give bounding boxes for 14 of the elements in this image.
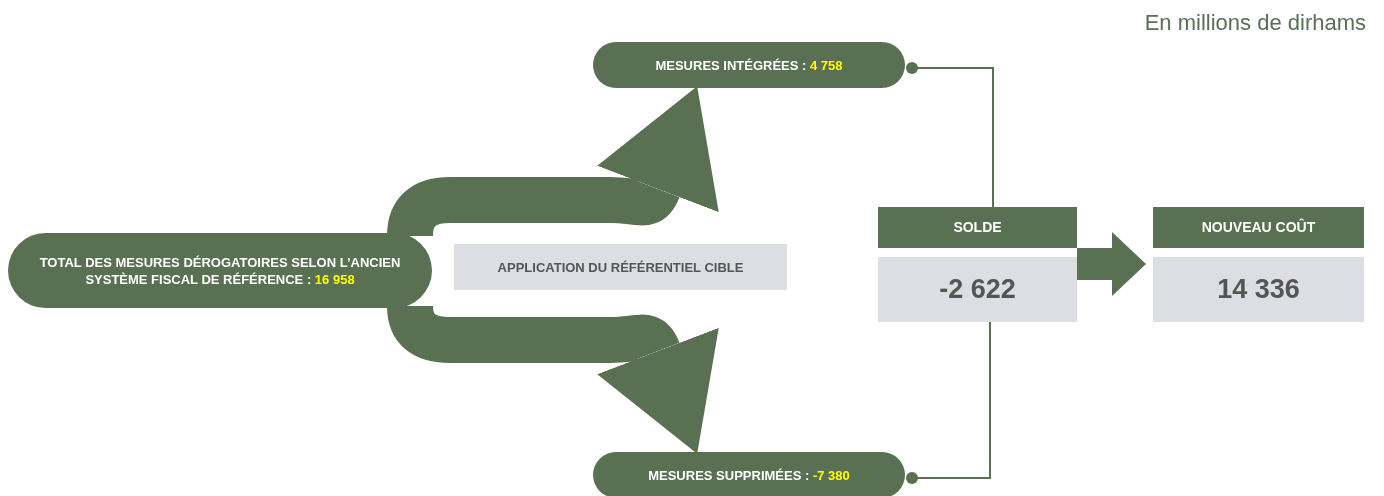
block-arrow <box>387 88 718 238</box>
card-header: SOLDE <box>878 207 1077 248</box>
block-arrow <box>387 304 718 452</box>
unit-note: En millions de dirhams <box>1144 10 1366 36</box>
connector-line <box>906 62 994 208</box>
connector-line <box>906 321 991 484</box>
measure-pill: MESURES INTÉGRÉES : 4 758 <box>593 42 905 88</box>
block-arrow <box>1077 232 1146 296</box>
measure-pill: MESURES SUPPRIMÉES : -7 380 <box>593 452 905 496</box>
card-header: NOUVEAU COÛT <box>1153 207 1364 248</box>
value-panel: -2 622 <box>878 257 1077 322</box>
value-panel: 14 336 <box>1153 257 1364 322</box>
total-pill: TOTAL DES MESURES DÉROGATOIRES SELON L’ANCIEN SYSTÈME FISCAL DE RÉFÉRENCE : 16 958 <box>8 233 432 308</box>
step-label-box: APPLICATION DU RÉFÉRENTIEL CIBLE <box>454 244 787 290</box>
